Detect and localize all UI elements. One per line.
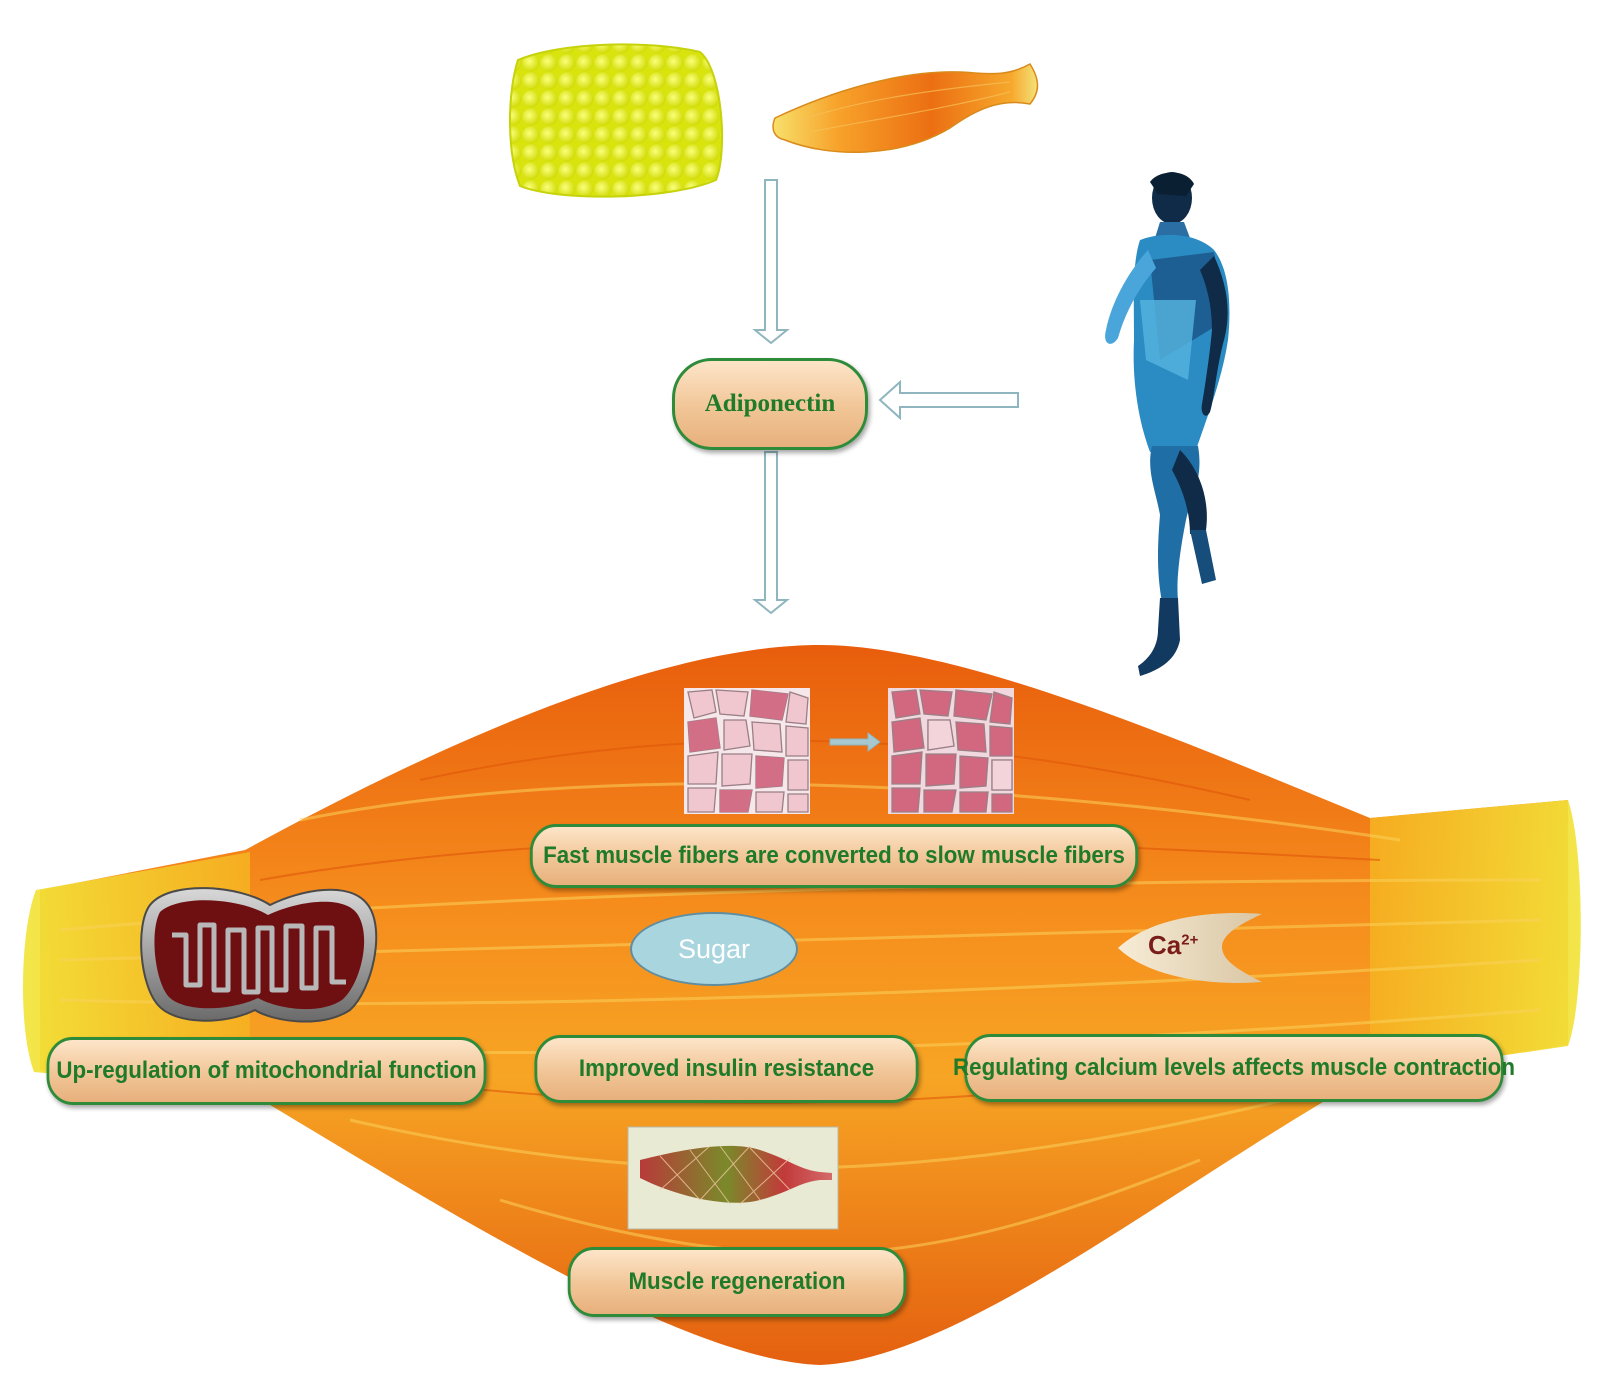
insulin-label: Improved insulin resistance: [534, 1035, 919, 1103]
sugar-molecule: Sugar: [630, 912, 798, 986]
arrow-fast-to-slow: [829, 732, 881, 752]
mitochondrion-icon: [140, 887, 378, 1023]
fast-fiber-cross-section-icon: [684, 688, 810, 814]
adiponectin-label: Adiponectin: [672, 358, 868, 450]
mitochondria-label: Up-regulation of mitochondrial function: [46, 1037, 487, 1105]
calcium-label: Ca2+: [1148, 930, 1198, 961]
muscle-icon: [772, 62, 1039, 154]
calcium-charge: 2+: [1181, 931, 1199, 949]
adipose-tissue-icon: [509, 43, 724, 198]
calcium-effect-label: Regulating calcium levels affects muscle…: [953, 1034, 1515, 1102]
fiber-conversion-label: Fast muscle fibers are converted to slow…: [529, 824, 1139, 888]
arrow-runner-to-adiponectin: [878, 379, 1019, 421]
arrow-adiponectin-to-muscle: [752, 451, 790, 615]
calcium-symbol: Ca: [1148, 930, 1182, 960]
calcium-ion-icon: [1118, 913, 1262, 983]
arrow-fat-to-adiponectin: [752, 179, 790, 345]
muscle-regeneration-icon: [627, 1126, 839, 1230]
slow-fiber-cross-section-icon: [888, 688, 1014, 814]
sugar-label: Sugar: [677, 933, 751, 964]
regeneration-label: Muscle regeneration: [567, 1247, 907, 1317]
runner-icon: [1105, 172, 1230, 676]
